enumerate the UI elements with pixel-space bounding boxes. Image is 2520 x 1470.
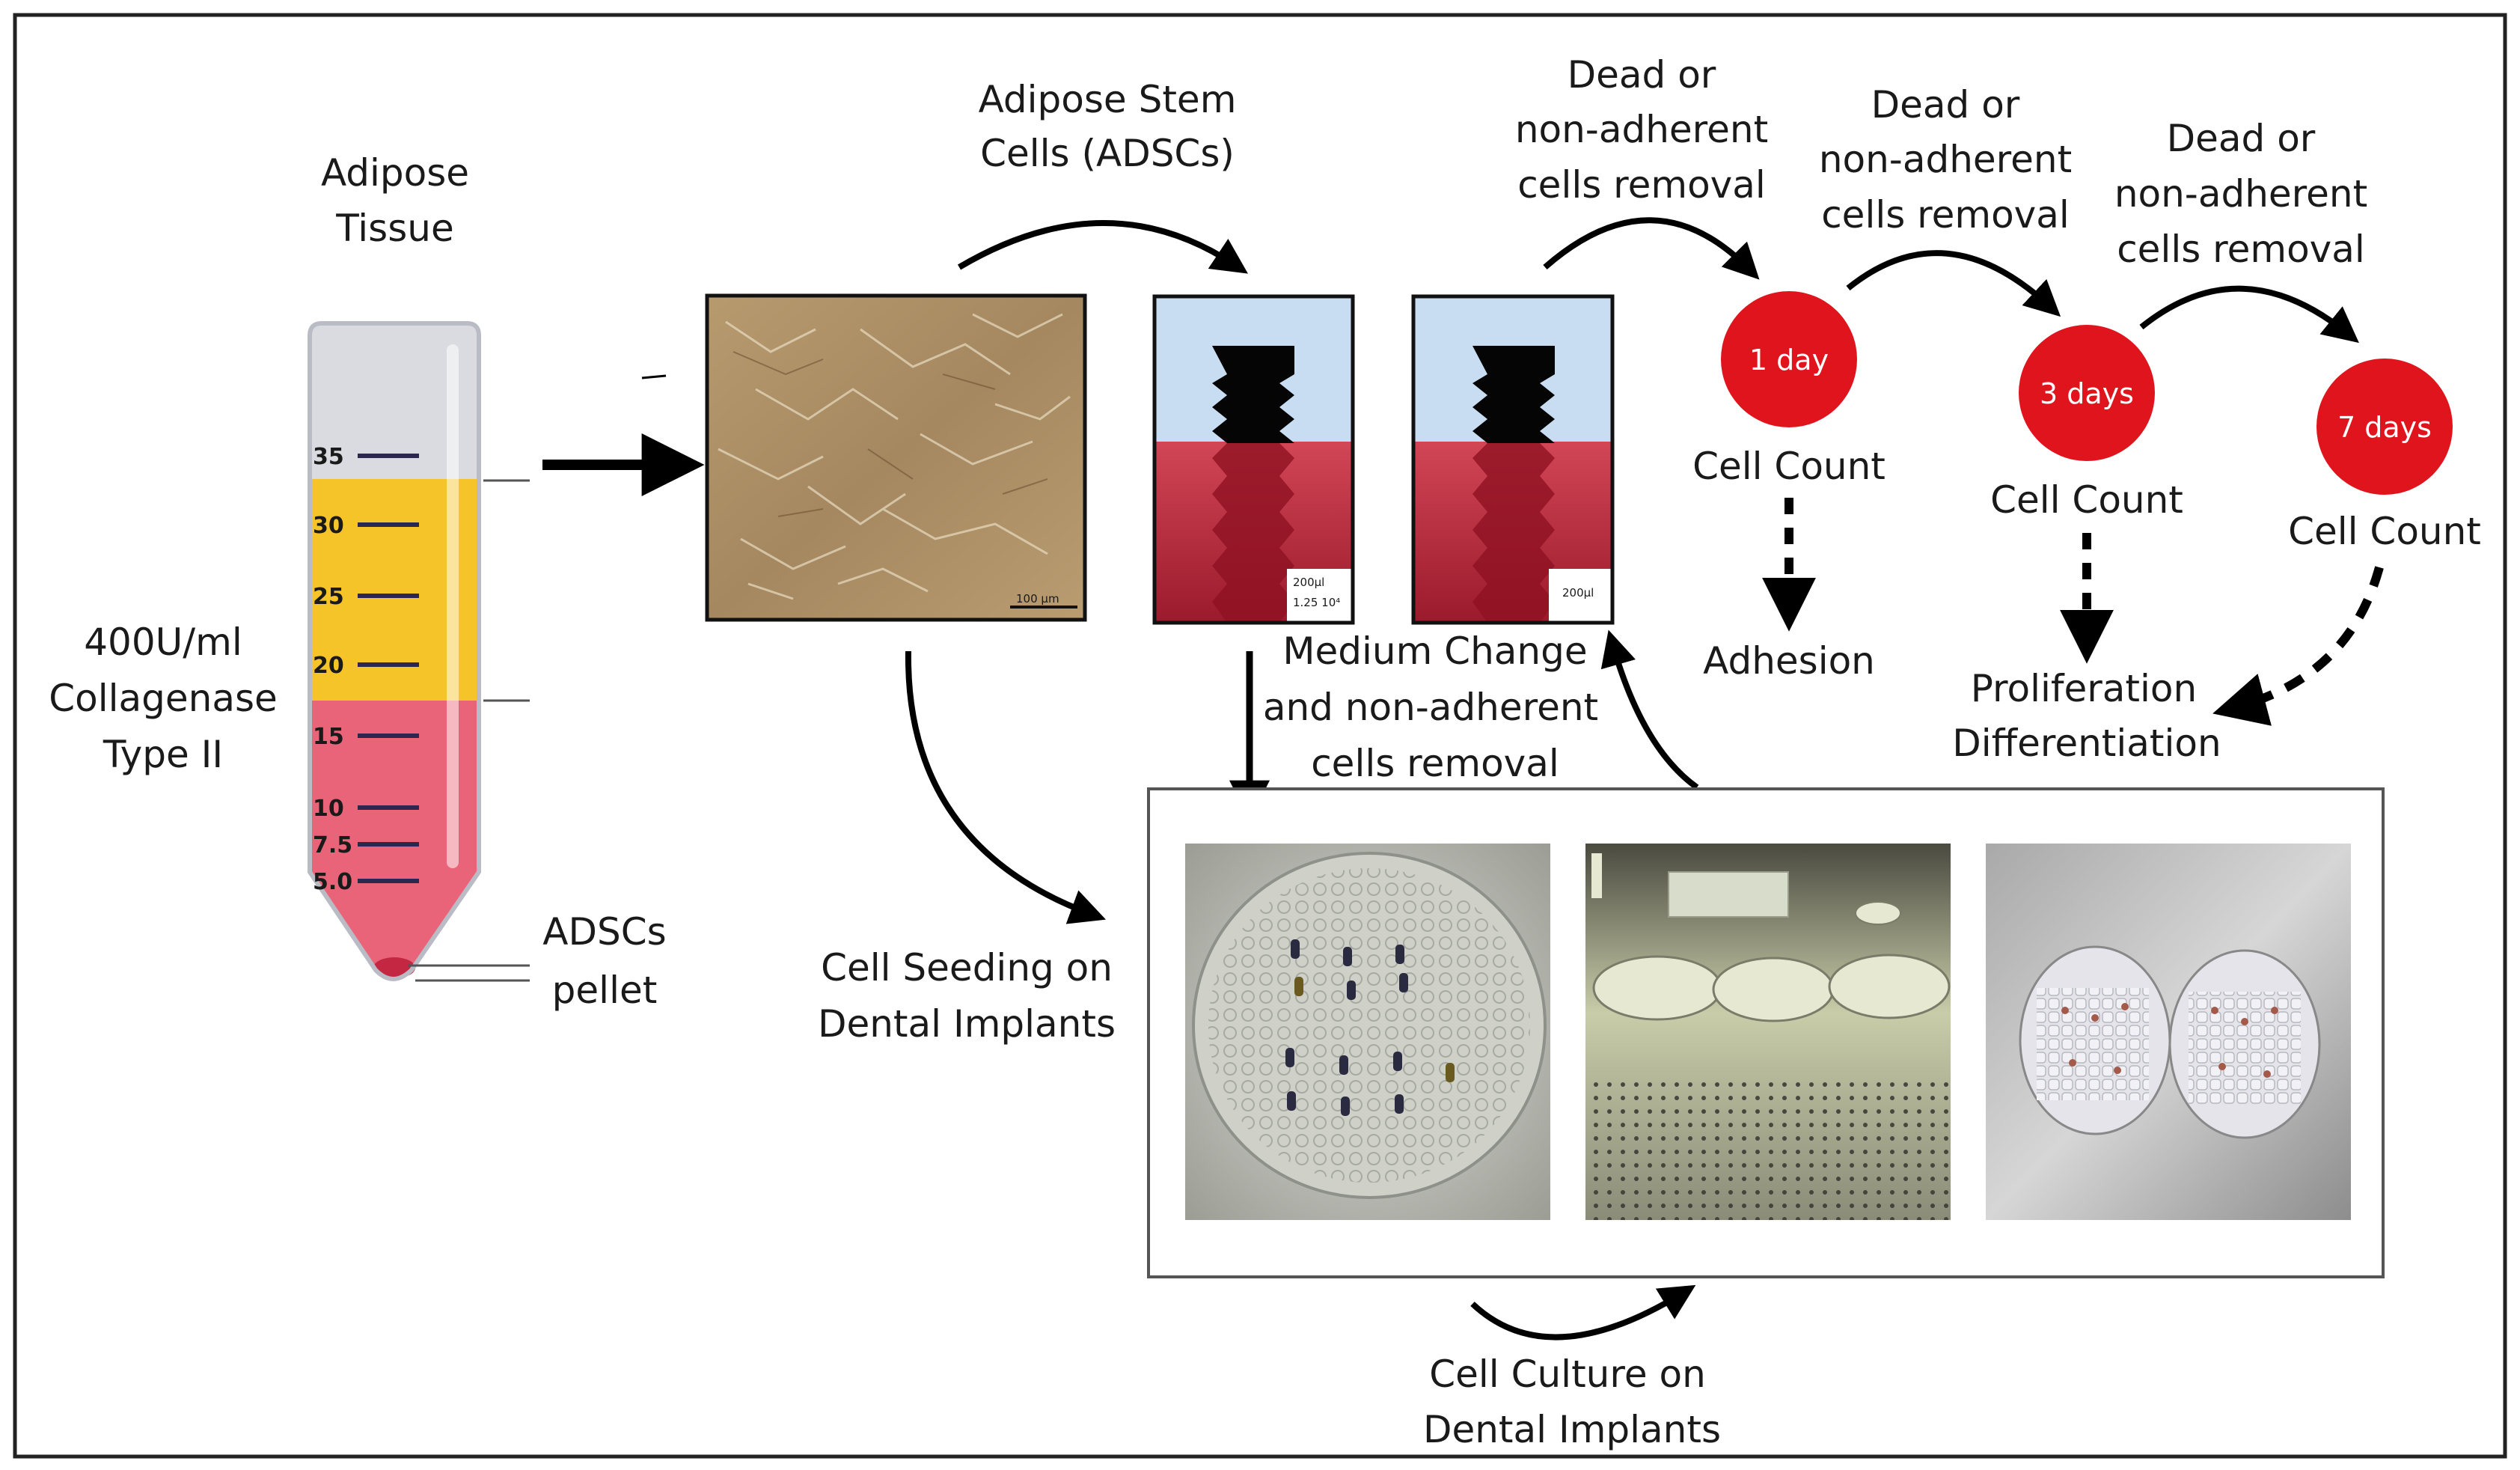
- timepoint-7-days: [2316, 359, 2453, 495]
- label-proliferation: Proliferation: [1971, 667, 2197, 710]
- timepoint-3-days-label: 3 days: [2040, 377, 2134, 410]
- label-removal-2-line1: Dead or: [1871, 83, 2020, 126]
- timepoint-1-day-label: 1 day: [1749, 344, 1829, 376]
- arrow-cell-culture: [1470, 1284, 1696, 1341]
- tube-mark-20: 20: [313, 653, 344, 679]
- photo-culture-dishes: [1986, 844, 2351, 1220]
- label-removal-3-line2: non-adherent: [2114, 172, 2367, 216]
- label-medium-change-1: Medium Change: [1282, 629, 1587, 673]
- arrow-stem-cells-to-well: [957, 220, 1248, 274]
- arrow-to-7-days: [2139, 285, 2359, 344]
- dashed-arrow-7-days-to-proliferation: [2212, 566, 2384, 726]
- tube-mark-25: 25: [313, 584, 344, 610]
- tube-mark-30: 30: [313, 513, 344, 539]
- timepoint-7-days-label: 7 days: [2337, 411, 2432, 444]
- label-adscs-pellet-1: ADSCs: [542, 910, 666, 954]
- label-cell-culture-1: Cell Culture on: [1429, 1352, 1706, 1396]
- tube-mark-10: 10: [313, 796, 344, 822]
- label-differentiation: Differentiation: [1952, 722, 2221, 765]
- label-removal-3-line3: cells removal: [2117, 228, 2365, 271]
- tube-mark-15: 15: [313, 724, 344, 750]
- label-removal-1-line2: non-adherent: [1515, 108, 1768, 151]
- stray-mark: [641, 374, 667, 379]
- label-adipose-tissue-1: Adipose: [321, 151, 469, 195]
- tube-cap-zone: [310, 323, 479, 479]
- label-removal-2-line2: non-adherent: [1819, 138, 2072, 181]
- arrow-to-1-day: [1543, 217, 1760, 280]
- label-adipose-tissue-2: Tissue: [335, 207, 453, 250]
- label-cell-seeding-2: Dental Implants: [818, 1002, 1116, 1046]
- label-cell-count-2: Cell Count: [1990, 478, 2183, 522]
- label-removal-2-line3: cells removal: [1821, 193, 2070, 237]
- well-diagram-1: 200μl 1.25 10⁴: [1152, 294, 1355, 625]
- label-adipose-stem-cells-2: Cells (ADSCs): [980, 132, 1235, 175]
- falcon-tube: 35 30 25 20 15 10 7.5 5.0: [308, 321, 530, 982]
- well-2-volume: 200μl: [1562, 586, 1594, 600]
- label-cell-count-1: Cell Count: [1692, 445, 1886, 488]
- arrow-to-3-days: [1846, 250, 2061, 317]
- medium-layer: [310, 701, 479, 978]
- arrow-micrograph-to-seeding: [905, 650, 1107, 924]
- tube-mark-35: 35: [313, 444, 344, 470]
- photo-petri-dish-implants: [1185, 844, 1550, 1220]
- label-adscs-pellet-2: pellet: [552, 969, 658, 1012]
- arrow-culture-to-medium-change: [1600, 629, 1699, 790]
- well-diagram-2: 200μl: [1411, 294, 1615, 625]
- tube-mark-5-0: 5.0: [313, 869, 352, 895]
- label-cell-culture-2: Dental Implants: [1423, 1408, 1721, 1451]
- well-1-cells: 1.25 10⁴: [1293, 596, 1340, 609]
- label-adipose-stem-cells-1: Adipose Stem: [979, 78, 1237, 121]
- well-1-volume: 200μl: [1293, 576, 1324, 589]
- label-removal-3-line1: Dead or: [2167, 117, 2316, 160]
- label-adhesion: Adhesion: [1703, 639, 1875, 683]
- label-collagenase-3: Type II: [103, 733, 223, 776]
- label-cell-count-3: Cell Count: [2288, 510, 2481, 553]
- micrograph-adscs: 100 μm: [705, 293, 1087, 622]
- label-collagenase-1: 400U/ml: [84, 620, 242, 664]
- micrograph-scale-label: 100 μm: [1016, 592, 1059, 606]
- tube-mark-7-5: 7.5: [313, 832, 352, 858]
- label-collagenase-2: Collagenase: [49, 677, 278, 720]
- label-medium-change-2: and non-adherent: [1263, 686, 1598, 729]
- timepoint-3-days: [2019, 325, 2155, 461]
- label-removal-1-line1: Dead or: [1568, 53, 1716, 97]
- label-medium-change-3: cells removal: [1311, 742, 1559, 785]
- label-cell-seeding-1: Cell Seeding on: [821, 946, 1113, 989]
- label-removal-1-line3: cells removal: [1517, 163, 1766, 207]
- photo-laminar-hood: [1585, 844, 1951, 1220]
- timepoint-1-day: [1721, 291, 1857, 427]
